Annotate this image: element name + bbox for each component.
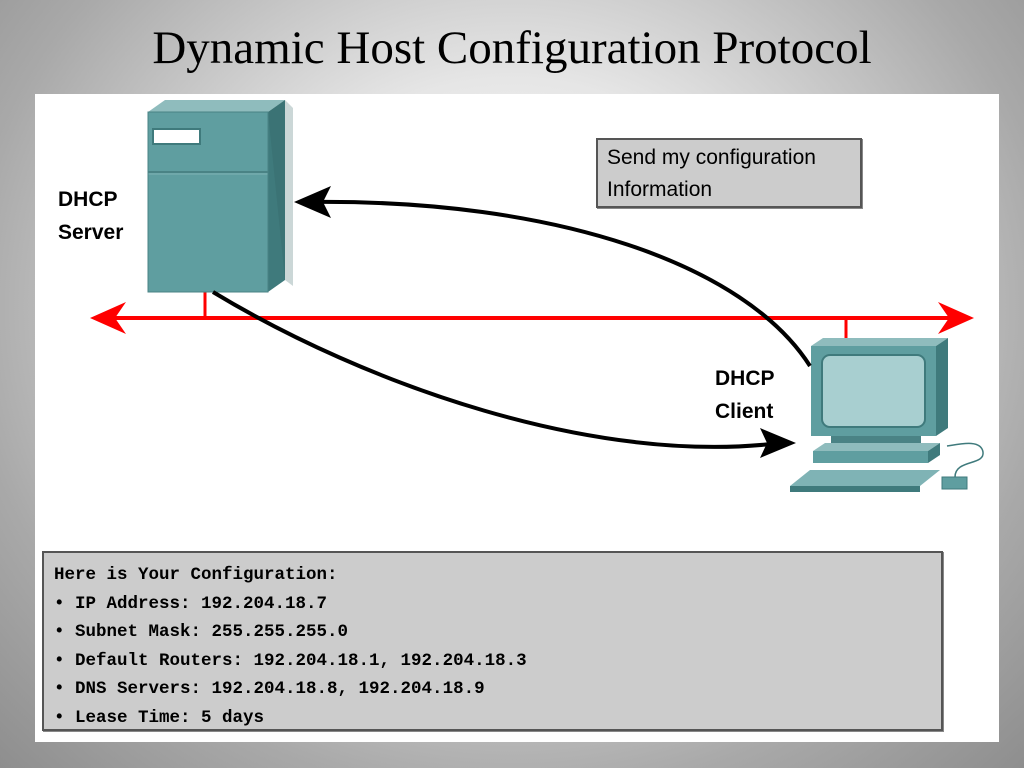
configuration-box: Here is Your Configuration: • IP Address…: [42, 551, 943, 731]
server-label-line: DHCP: [58, 188, 118, 211]
request-arrowhead: [294, 186, 331, 218]
computer-icon: [790, 338, 984, 492]
request-message-box: Send my configuration Information: [596, 138, 862, 208]
request-message-line: Information: [607, 178, 713, 201]
client-label: DHCP Client: [715, 362, 775, 428]
server-label: DHCP Server: [58, 183, 123, 249]
slide-title: Dynamic Host Configuration Protocol: [152, 22, 872, 74]
server-icon: [147, 100, 293, 293]
diagram-panel: DHCP Server DHCP Client Send my configur…: [35, 94, 999, 742]
reply-arrowhead: [760, 428, 796, 458]
config-item-default-routers: • Default Routers: 192.204.18.1, 192.204…: [54, 650, 527, 671]
request-arrow: [309, 199, 812, 368]
client-label-line: Client: [715, 400, 774, 423]
config-item-lease-time: • Lease Time: 5 days: [54, 707, 265, 728]
reply-arrow: [211, 290, 781, 449]
server-label-line: Server: [58, 221, 124, 244]
config-item-subnet-mask: • Subnet Mask: 255.255.255.0: [54, 622, 349, 642]
request-message-line: Send my configuration: [607, 146, 816, 169]
config-item-ip-address: • IP Address: 192.204.18.7: [54, 593, 328, 614]
dhcp-diagram: [90, 100, 984, 492]
config-heading: Here is Your Configuration:: [54, 565, 338, 585]
network-line: [90, 290, 974, 338]
client-label-line: DHCP: [715, 367, 775, 390]
config-item-dns-servers: • DNS Servers: 192.204.18.8, 192.204.18.…: [54, 679, 485, 699]
